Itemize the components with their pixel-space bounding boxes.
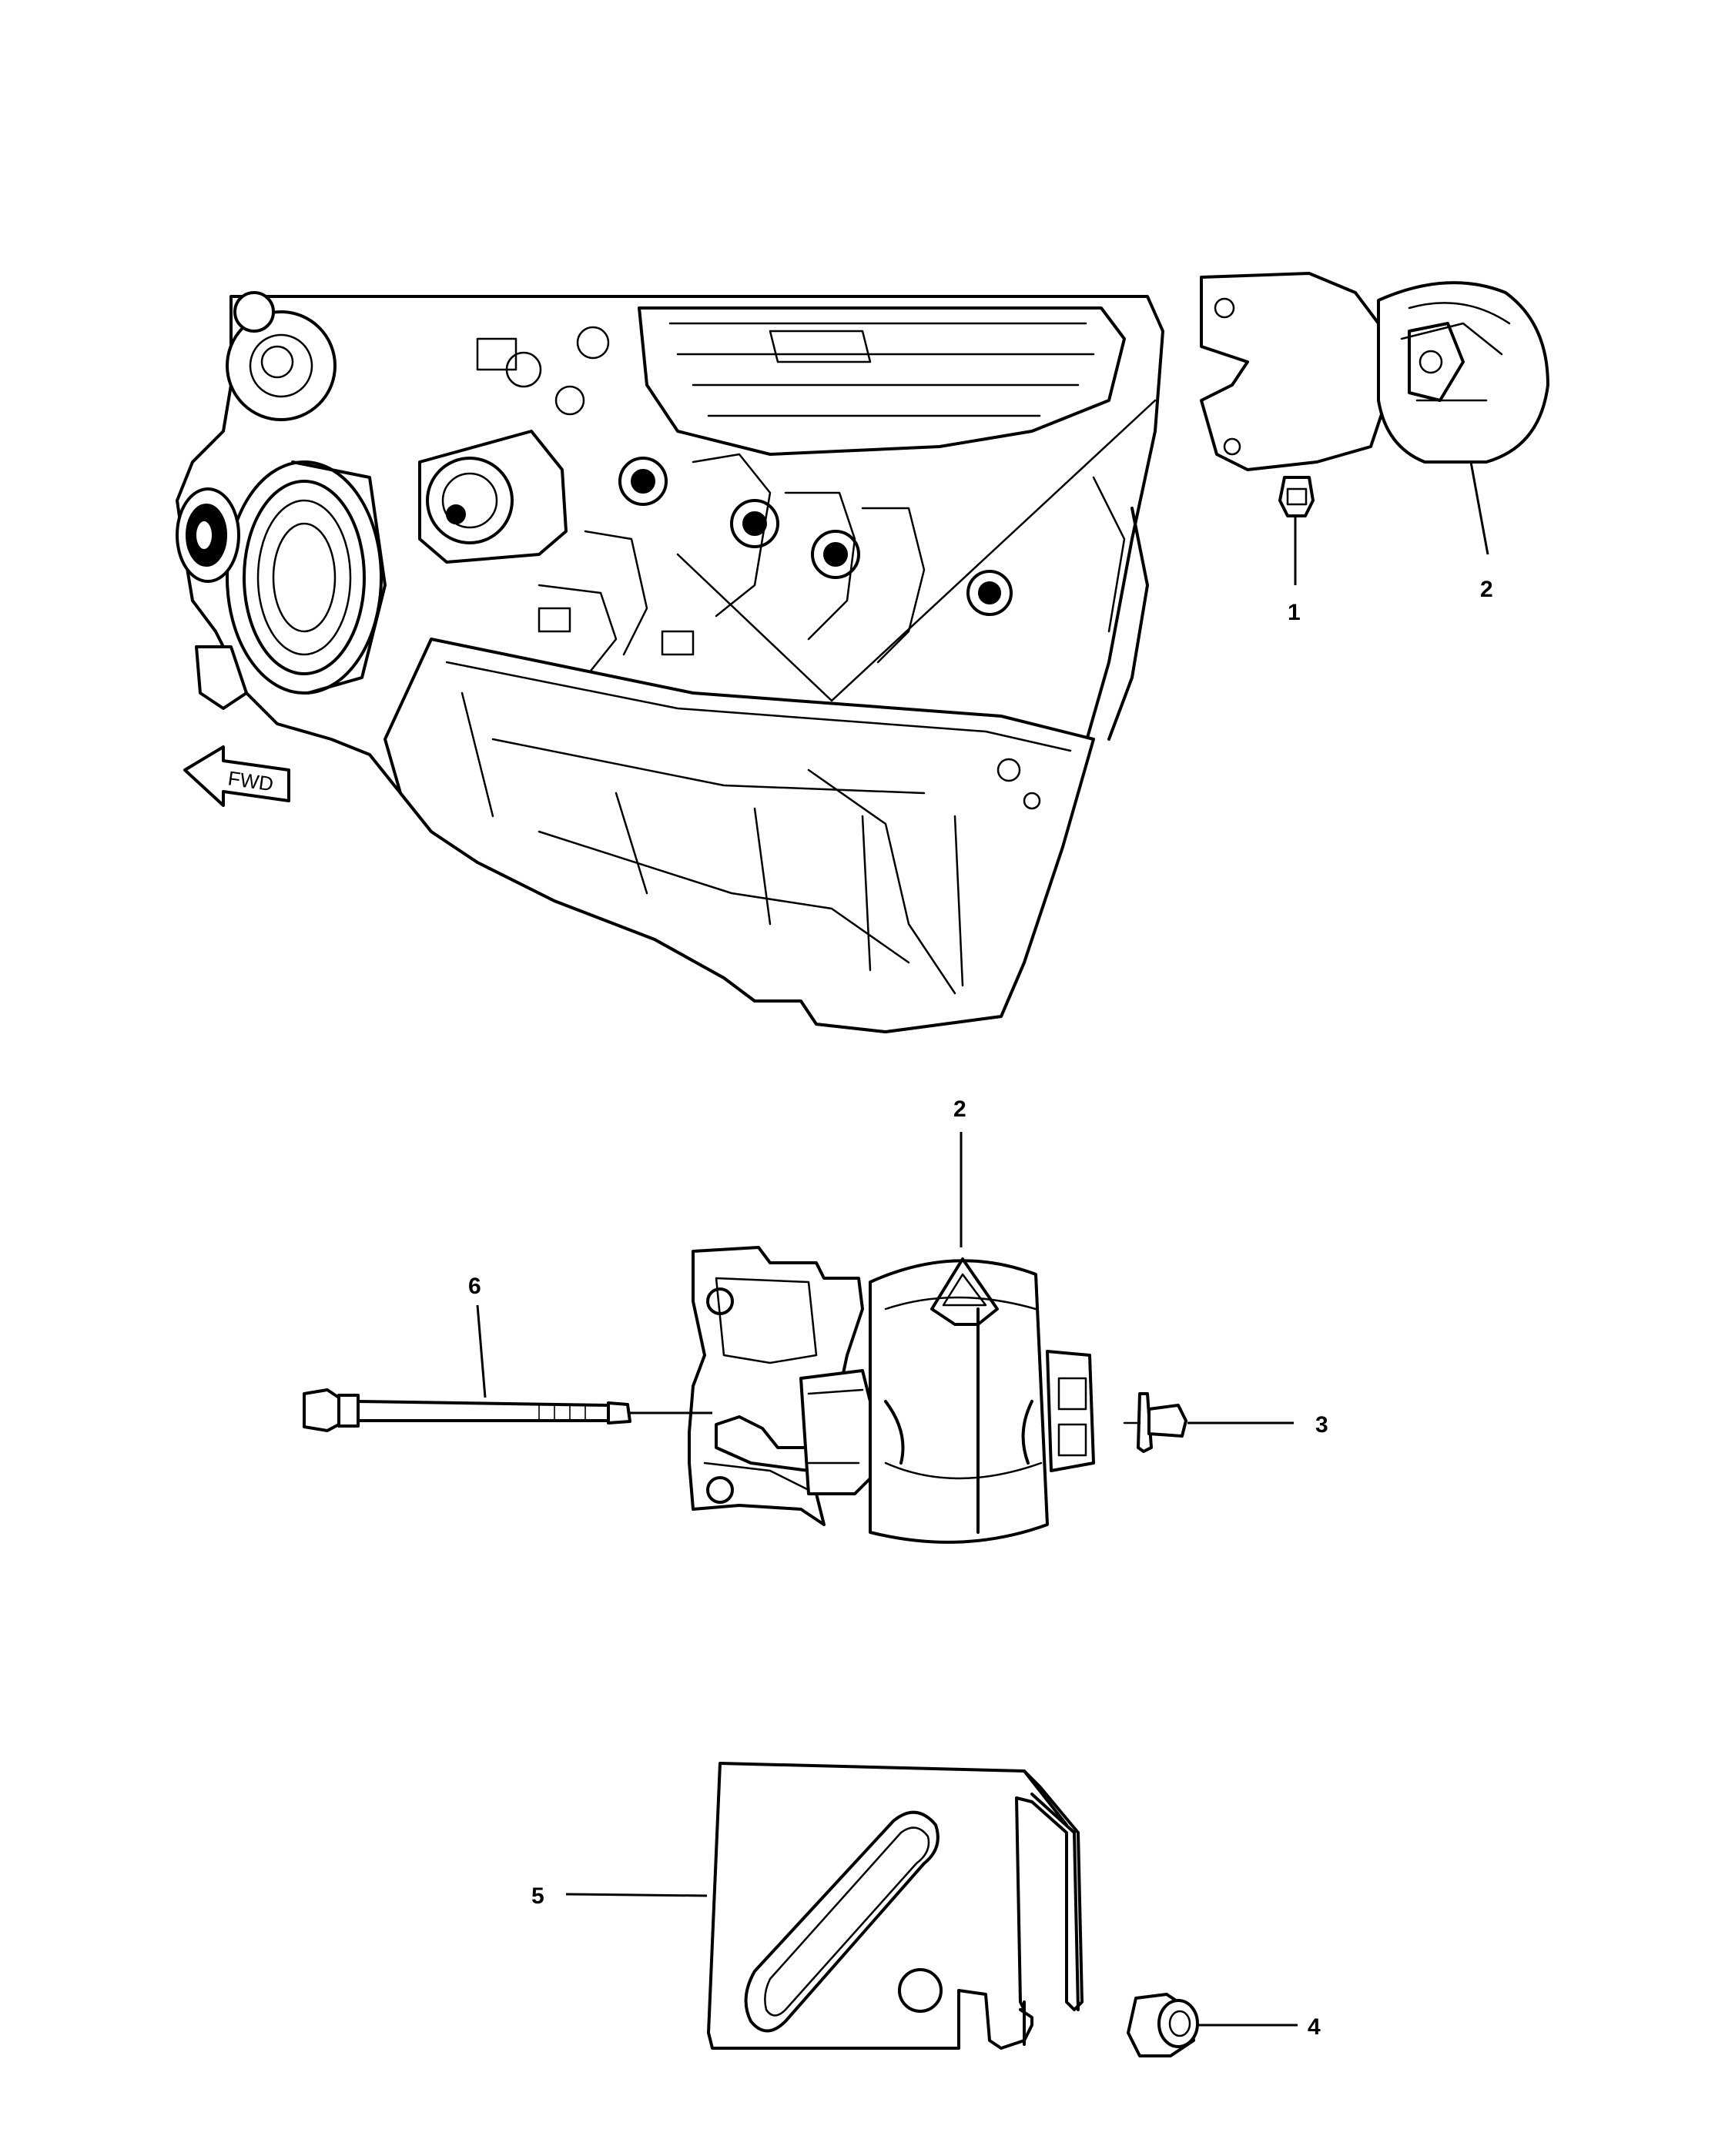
engine-head-details (476, 326, 1013, 679)
leader-line-6 (476, 1304, 487, 1398)
bolt-6 (303, 1388, 631, 1432)
callout-6: 6 (468, 1274, 481, 1299)
bolt-3 (1123, 1392, 1187, 1453)
oil-filter (418, 430, 568, 564)
engine-assembly (176, 291, 1164, 1033)
engine-mount-2 (688, 1246, 1095, 1544)
callout-2-top: 2 (1480, 577, 1493, 602)
oil-pan (384, 638, 1095, 1033)
leader-line-5 (565, 1893, 708, 1897)
callout-1: 1 (1288, 600, 1301, 625)
callout-3: 3 (1315, 1412, 1328, 1438)
callout-2-mid: 2 (953, 1096, 966, 1122)
leader-line-2-top (1469, 461, 1489, 555)
fwd-arrow-icon: FWD (183, 745, 290, 807)
bolt-1 (1278, 476, 1315, 517)
callout-5: 5 (531, 1883, 544, 1909)
accessory-pulleys (176, 291, 387, 710)
bracket-5 (707, 1762, 1084, 2050)
callout-4: 4 (1308, 2014, 1321, 2040)
engine-mount-top (1200, 272, 1549, 471)
nut-4 (1127, 1993, 1199, 2057)
